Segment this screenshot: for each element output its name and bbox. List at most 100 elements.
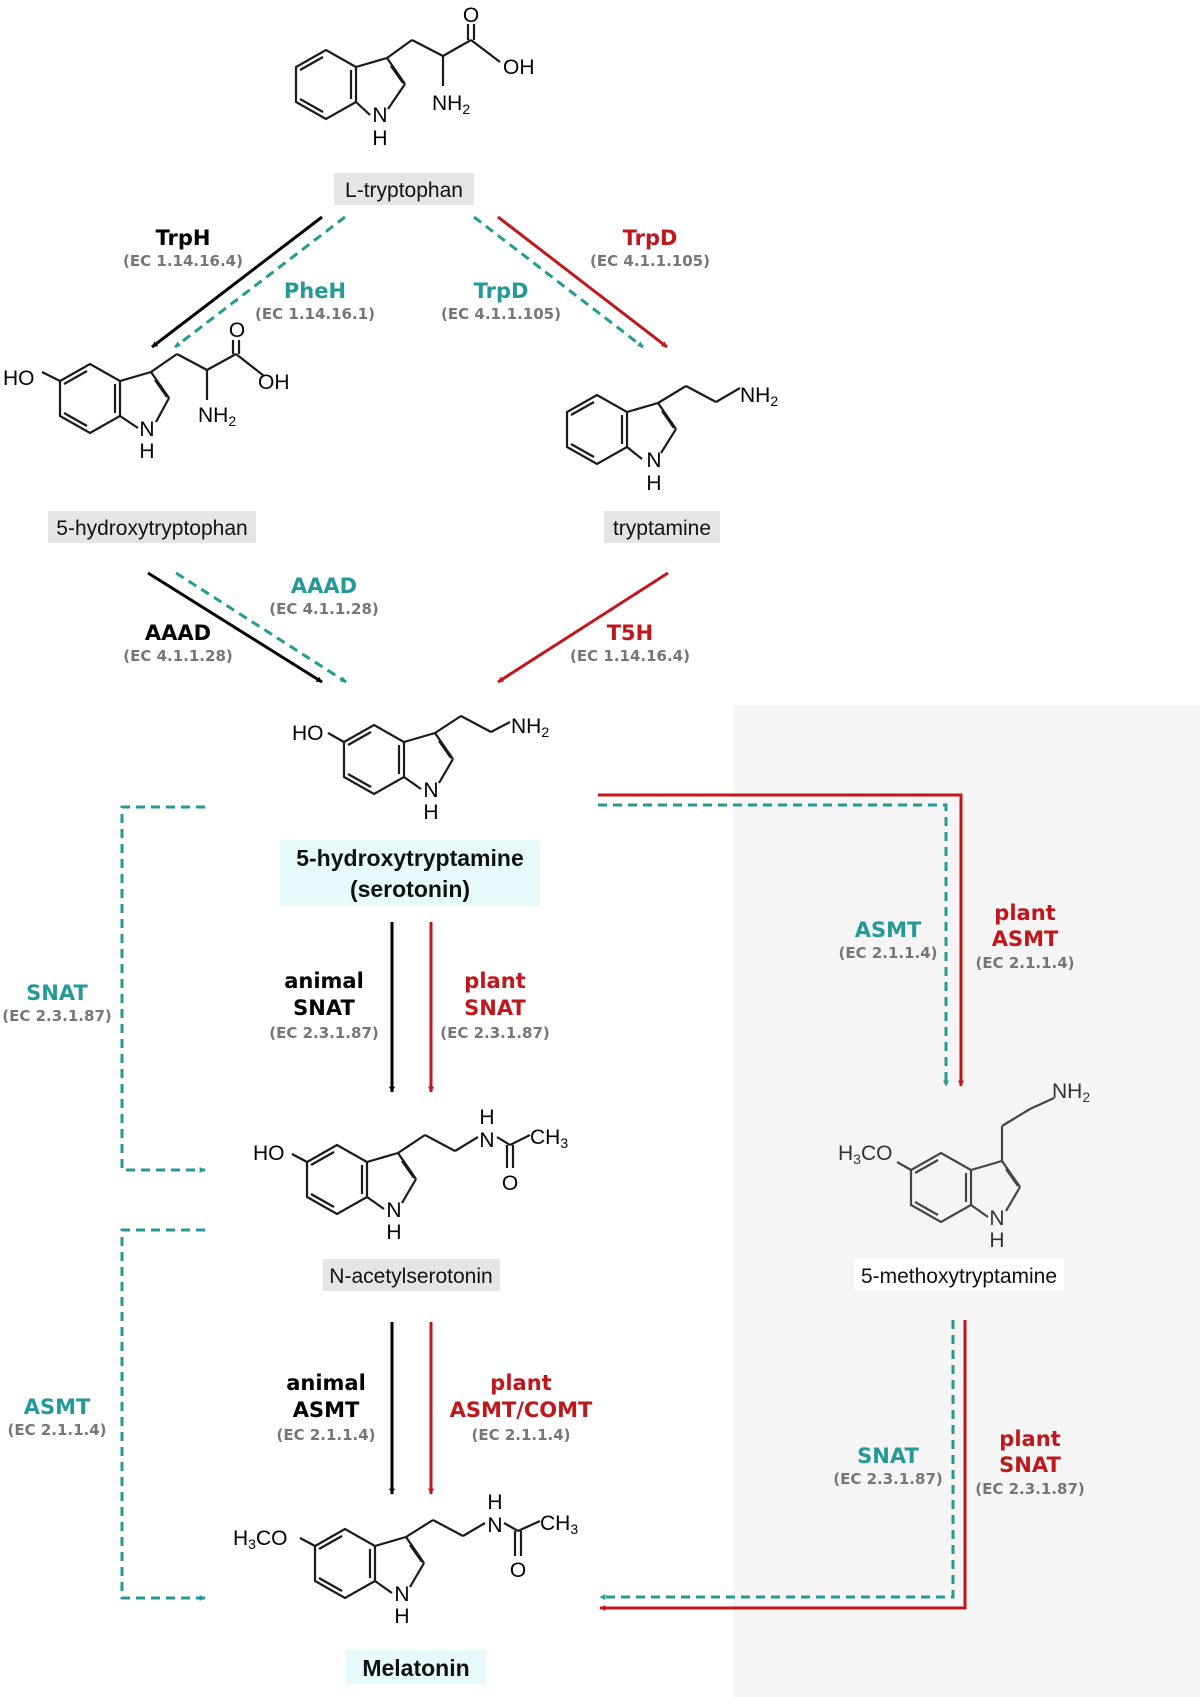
arrow-asmt-plant-right — [598, 793, 964, 1087]
hydroxytryptophan-structure — [41, 340, 265, 435]
enzyme-snat-side-ec: (EC 2.3.1.87) — [2, 1007, 111, 1025]
arrow-trpd-alternative — [473, 215, 644, 349]
tryptophan-structure — [294, 24, 501, 121]
acetylserotonin-label: N-acetylserotonin — [329, 1265, 492, 1288]
serotonin-structure — [327, 715, 511, 796]
tryptophan-atom-n: N — [372, 104, 387, 127]
tryptamine-structure — [565, 385, 741, 466]
tryptophan-atom-h: H — [372, 127, 387, 150]
tryptamine-atom-n: N — [646, 449, 661, 472]
melatonin-atom-h3co: H3CO — [233, 1527, 287, 1552]
enzyme-asmt-comt-plant-line1: plant — [490, 1371, 551, 1395]
enzyme-snat-plant-right-line1: plant — [999, 1427, 1060, 1451]
arrow-trpd-plant — [497, 215, 668, 349]
melatonin-atom-n: N — [394, 1583, 409, 1606]
arrow-trph-animal — [151, 215, 323, 349]
tryptophan-atom-oh: OH — [503, 56, 535, 79]
enzyme-snat-animal-ec: (EC 2.3.1.87) — [269, 1024, 378, 1042]
methoxytryptamine-label: 5-methoxytryptamine — [861, 1265, 1057, 1288]
enzyme-aaad-alternative-ec: (EC 4.1.1.28) — [269, 600, 378, 618]
enzyme-pheh-ec: (EC 1.14.16.1) — [255, 305, 375, 323]
arrow-snat-alternative-right — [599, 1320, 955, 1600]
enzyme-asmt-plant-right-name: ASMT — [992, 927, 1059, 951]
hydroxytryptophan-atom-h: H — [139, 440, 154, 463]
serotonin-atom-h: H — [423, 801, 438, 824]
arrow-t5h-plant — [497, 571, 669, 684]
melatonin-atom-h: H — [394, 1605, 409, 1628]
acetylserotonin-atom-h: H — [386, 1221, 401, 1244]
serotonin-label-line1: 5-hydroxytryptamine — [296, 845, 524, 871]
acetylserotonin-atom-amide-h: H — [479, 1106, 494, 1129]
enzyme-snat-plant-right-name: SNAT — [999, 1453, 1061, 1477]
melatonin-atom-amide-n: N — [487, 1514, 502, 1537]
hydroxytryptophan-atom-ho: HO — [3, 367, 35, 390]
enzyme-asmt-comt-plant-name: ASMT/COMT — [450, 1398, 593, 1422]
hydroxytryptophan-atom-n: N — [139, 418, 154, 441]
melatonin-atom-amide-h: H — [487, 1491, 502, 1514]
tryptophan-label-bg — [334, 173, 474, 205]
enzyme-trph-ec: (EC 1.14.16.4) — [123, 252, 243, 270]
enzyme-snat-plant-ec: (EC 2.3.1.87) — [440, 1024, 549, 1042]
enzyme-snat-animal-line1: animal — [284, 969, 364, 993]
arrow-snat-side-alternative — [120, 805, 206, 1173]
arrow-aaad-animal — [147, 571, 323, 684]
enzyme-pheh-name: PheH — [284, 279, 346, 303]
tryptamine-label-bg — [604, 511, 720, 543]
methoxytryptamine-label-bg — [854, 1259, 1064, 1291]
enzyme-asmt-animal-line1: animal — [286, 1371, 366, 1395]
enzyme-asmt-plant-right-ec: (EC 2.1.1.4) — [975, 954, 1074, 972]
tryptamine-label: tryptamine — [613, 517, 711, 540]
melatonin-label: Melatonin — [362, 1655, 469, 1681]
enzyme-snat-plant-line1: plant — [464, 969, 525, 993]
enzyme-asmt-side-name: ASMT — [24, 1395, 91, 1419]
arrow-asmt-alternative-right — [598, 803, 949, 1087]
arrow-snat-plant-right — [599, 1320, 967, 1611]
methoxytryptamine-atom-h: H — [989, 1229, 1004, 1252]
acetylserotonin-atom-ho: HO — [253, 1142, 285, 1165]
enzyme-snat-side-name: SNAT — [26, 981, 88, 1005]
enzyme-snat-alternative-right-ec: (EC 2.3.1.87) — [833, 1470, 942, 1488]
acetylserotonin-structure — [291, 1134, 531, 1216]
enzyme-trpd-alternative-name: TrpD — [474, 279, 529, 303]
enzyme-asmt-side-ec: (EC 2.1.1.4) — [7, 1421, 106, 1439]
melatonin-label-bg — [346, 1650, 486, 1684]
hydroxytryptophan-atom-o: O — [229, 319, 245, 342]
enzyme-t5h-name: T5H — [607, 621, 654, 645]
melatonin-atom-o: O — [510, 1559, 526, 1582]
enzyme-asmt-animal-ec: (EC 2.1.1.4) — [276, 1426, 375, 1444]
tryptophan-label: L-tryptophan — [345, 179, 463, 202]
hydroxytryptophan-label-bg — [48, 511, 256, 543]
acetylserotonin-atom-o: O — [502, 1172, 518, 1195]
serotonin-atom-nh2: NH2 — [511, 715, 549, 740]
enzyme-asmt-plant-right-line1: plant — [994, 901, 1055, 925]
enzyme-asmt-alternative-right-name: ASMT — [855, 918, 922, 942]
enzyme-trpd-plant-name: TrpD — [623, 226, 678, 250]
serotonin-label-line2: (serotonin) — [350, 876, 470, 902]
enzyme-t5h-ec: (EC 1.14.16.4) — [570, 647, 690, 665]
tryptophan-atom-nh2: NH2 — [432, 92, 470, 117]
tryptamine-atom-nh2: NH2 — [740, 384, 778, 409]
enzyme-asmt-alternative-right-ec: (EC 2.1.1.4) — [838, 944, 937, 962]
enzyme-asmt-comt-plant-ec: (EC 2.1.1.4) — [471, 1426, 570, 1444]
methoxytryptamine-atom-n: N — [989, 1207, 1004, 1230]
arrow-asmt-side-alternative — [120, 1228, 206, 1601]
melatonin-structure — [299, 1519, 541, 1600]
enzyme-snat-plant-name: SNAT — [464, 996, 526, 1020]
methoxytryptamine-atom-nh2: NH2 — [1052, 1080, 1090, 1105]
acetylserotonin-atom-n: N — [386, 1199, 401, 1222]
serotonin-label-bg — [280, 840, 540, 906]
tryptamine-atom-h: H — [646, 472, 661, 495]
methoxytryptamine-structure — [896, 1097, 1055, 1224]
enzyme-asmt-animal-name: ASMT — [293, 1398, 360, 1422]
enzyme-trpd-plant-ec: (EC 4.1.1.105) — [590, 252, 710, 270]
acetylserotonin-atom-amide-n: N — [479, 1129, 494, 1152]
acetylserotonin-atom-ch3: CH3 — [530, 1126, 568, 1151]
tryptophan-atom-o: O — [463, 4, 479, 27]
hydroxytryptophan-atom-nh2: NH2 — [198, 404, 236, 429]
enzyme-trpd-alternative-ec: (EC 4.1.1.105) — [441, 305, 561, 323]
serotonin-atom-ho: HO — [292, 722, 324, 745]
enzyme-trph-name: TrpH — [156, 226, 211, 250]
hydroxytryptophan-atom-oh: OH — [258, 371, 290, 394]
